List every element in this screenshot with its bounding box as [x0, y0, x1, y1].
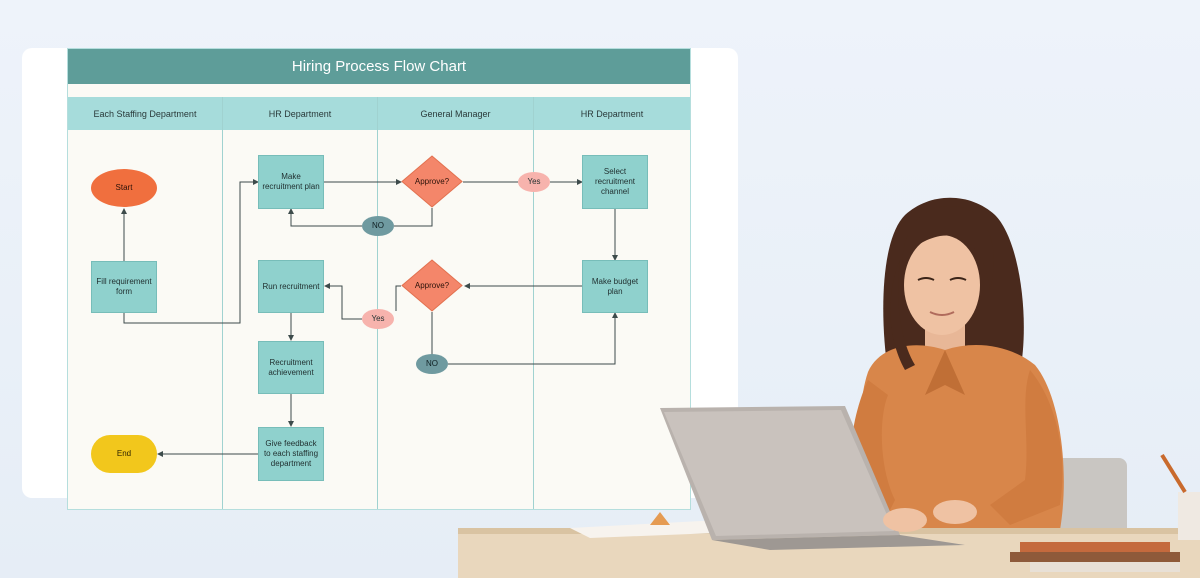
yes-label-1: Yes — [518, 172, 550, 192]
connector — [395, 285, 401, 311]
fill-requirement-form-node: Fill requirement form — [91, 261, 157, 313]
hiring-flowchart: Hiring Process Flow Chart Each Staffing … — [67, 48, 691, 510]
give-feedback-node: Give feedback to each staffing departmen… — [258, 427, 324, 481]
connector — [288, 208, 362, 227]
yes-label-2: Yes — [362, 309, 394, 329]
lane-divider — [222, 97, 223, 509]
connector — [448, 312, 618, 365]
approve-decision-1: Approve? — [401, 155, 463, 208]
run-recruitment-node: Run recruitment — [258, 260, 324, 313]
make-recruitment-plan-node: Make recruitment plan — [258, 155, 324, 209]
lane-header-hr-1: HR Department — [223, 97, 378, 130]
pencil-cup-icon — [1160, 453, 1200, 540]
approve-decision-2-label: Approve? — [414, 281, 450, 290]
recruitment-achievement-node: Recruitment achievement — [258, 341, 324, 394]
connector — [123, 179, 259, 324]
lane-header-general-manager: General Manager — [378, 97, 534, 130]
diamond-shape — [401, 259, 463, 312]
flow-connectors — [121, 179, 618, 457]
lane-divider — [533, 97, 534, 509]
lane-divider — [377, 97, 378, 509]
end-node: End — [91, 435, 157, 473]
lane-header-staffing: Each Staffing Department — [68, 97, 223, 130]
start-node: Start — [91, 169, 157, 207]
approve-decision-2: Approve? — [401, 259, 463, 312]
connector — [324, 283, 362, 320]
laptop-icon — [660, 406, 965, 550]
connector — [394, 208, 433, 227]
select-recruitment-channel-node: Select recruitment channel — [582, 155, 648, 209]
no-label-1: NO — [362, 216, 394, 236]
no-label-2: NO — [416, 354, 448, 374]
make-budget-plan-node: Make budget plan — [582, 260, 648, 313]
books-icon — [1010, 542, 1180, 572]
diamond-shape — [401, 155, 463, 208]
approve-decision-1-label: Approve? — [414, 177, 450, 186]
chart-title: Hiring Process Flow Chart — [68, 49, 690, 84]
lane-header-hr-2: HR Department — [534, 97, 690, 130]
chair-icon — [1055, 458, 1127, 536]
